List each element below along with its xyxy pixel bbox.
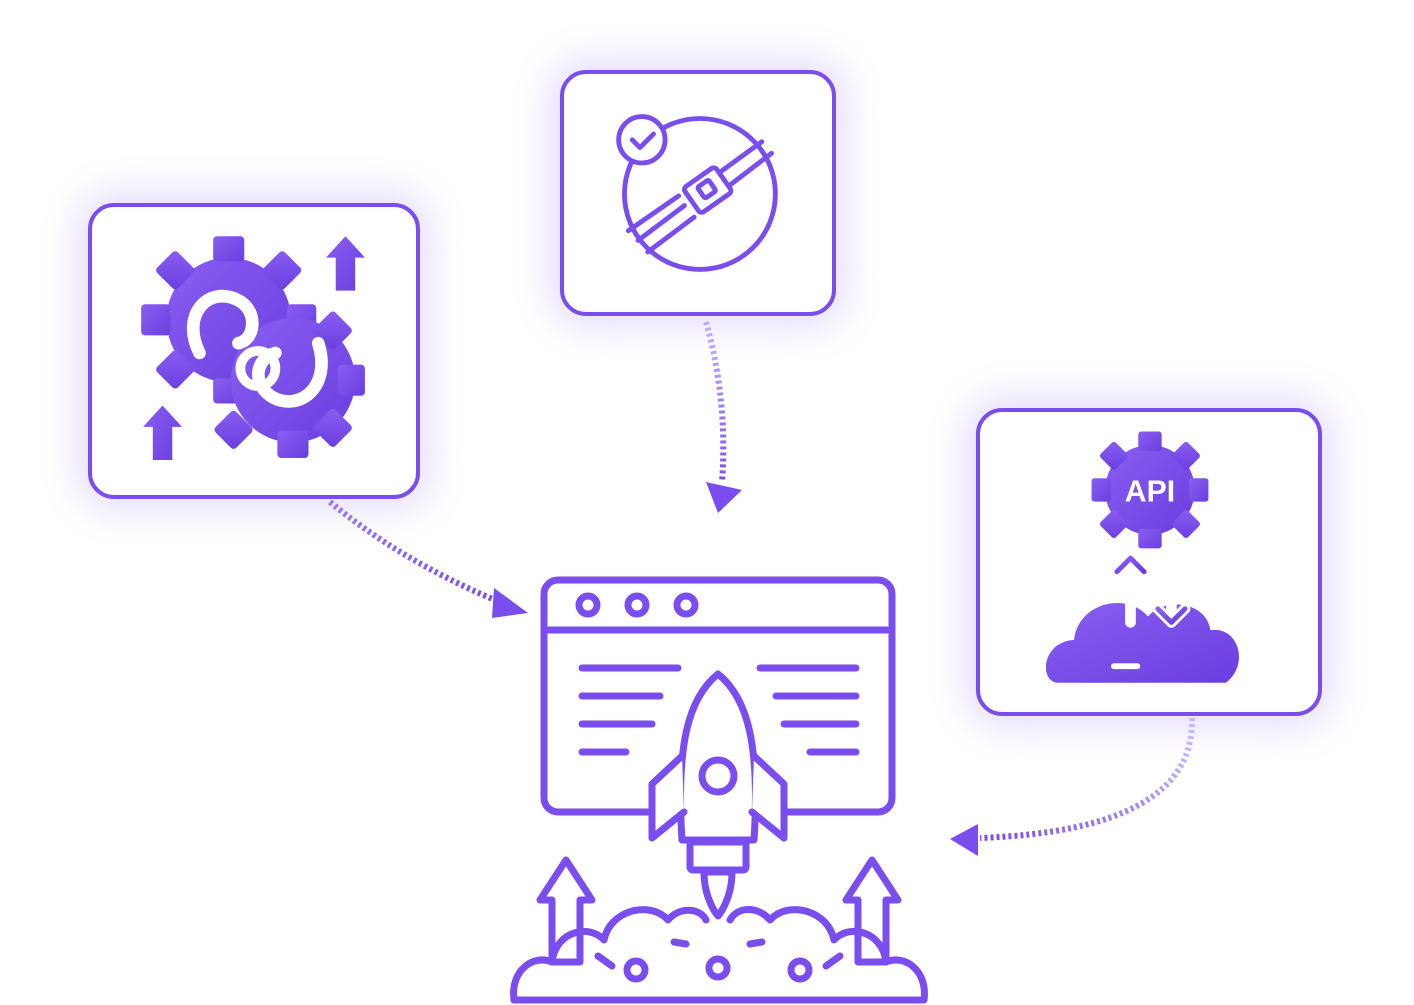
seatbelt-icon xyxy=(616,114,778,272)
gears-card xyxy=(88,203,420,499)
edge-gears-to-launch xyxy=(328,499,528,618)
up-arrow-icon xyxy=(326,236,365,291)
window-dot-icon xyxy=(575,592,601,618)
api-text: API xyxy=(1125,476,1175,509)
api-cloud-icon: API xyxy=(1045,431,1240,683)
up-arrow-icon xyxy=(536,856,596,966)
gears-sync-icon xyxy=(141,236,365,460)
window-dot-icon xyxy=(673,592,699,618)
up-arrow-icon xyxy=(143,405,182,460)
edge-api-to-launch xyxy=(950,717,1196,856)
arrowhead-icon xyxy=(492,588,528,618)
api-card: API xyxy=(976,408,1322,716)
window-dot-icon xyxy=(624,592,650,618)
rocket-launch-icon xyxy=(510,576,928,1004)
up-arrow-icon xyxy=(842,856,902,966)
arrowhead-icon xyxy=(950,824,978,856)
seatbelt-card xyxy=(560,70,836,316)
arrowhead-icon xyxy=(706,482,742,513)
edge-seatbelt-to-launch xyxy=(703,321,742,513)
